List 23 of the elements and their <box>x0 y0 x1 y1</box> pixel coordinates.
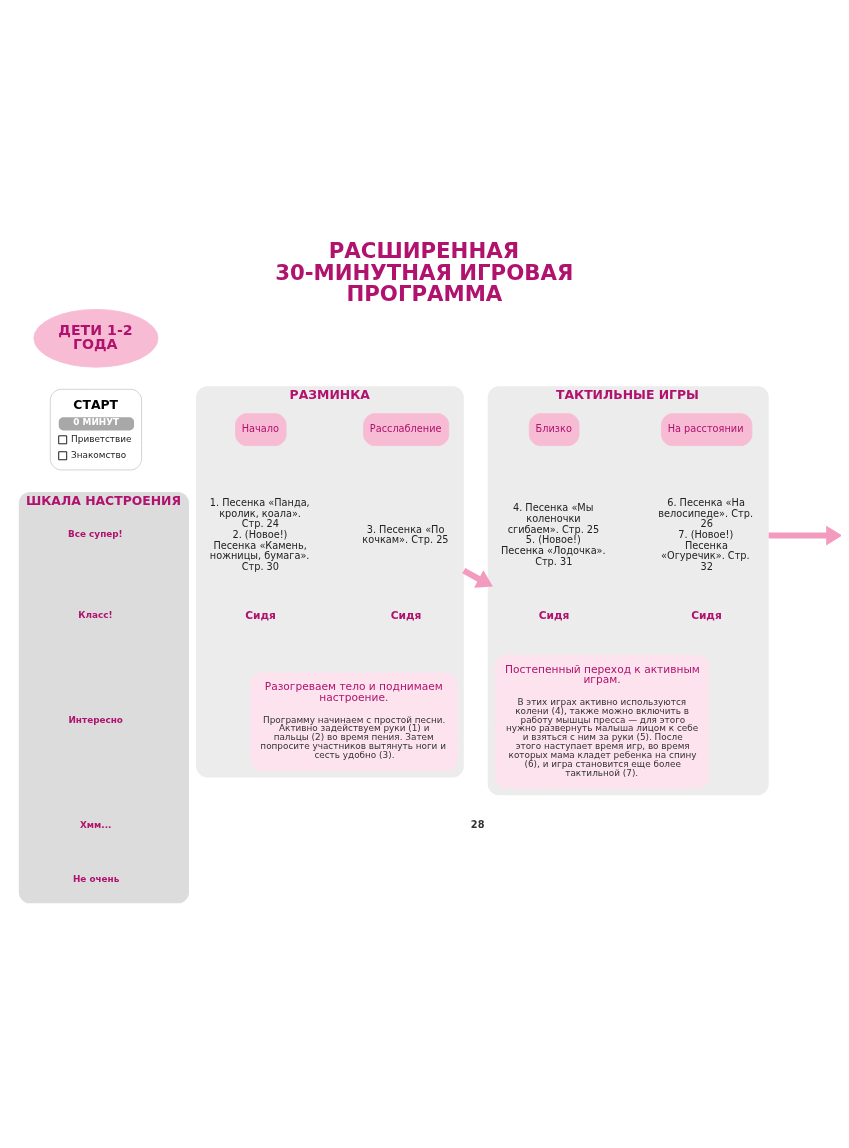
diagram-title: РАСШИРЕННАЯ 30-МИНУТНАЯ ИГРОВАЯ ПРОГРАММА <box>275 237 574 306</box>
node-text: Все супер! <box>68 528 123 539</box>
node-text: Сидя <box>245 608 276 622</box>
arrow <box>768 525 841 545</box>
node-box: Начало <box>235 412 287 446</box>
node-text: Сидя <box>538 608 570 622</box>
node-text: 3. Песенка «По кочкам». Стр. 25 <box>362 523 449 545</box>
node-text: 6. Песенка «На велосипеде». Стр. 26 7. (Новое!) Песенка «Огуречик». Стр. 32 <box>658 496 754 572</box>
node-text: Сидя <box>390 608 422 622</box>
node-text: 4. Песенка «Мы коленочки сгибаем». Стр. 25 5. (Новое!) Песенка «Лодочка». Стр. 31 <box>501 501 606 567</box>
node-text: Интересно <box>68 714 123 725</box>
label: 28 <box>470 818 485 830</box>
node-box: На расстоянии <box>661 412 753 446</box>
arrow <box>462 567 493 588</box>
node-text: Класс! <box>78 609 113 620</box>
node-text: Хмм... <box>79 819 112 830</box>
node-box: Расслабление <box>363 412 450 446</box>
node-text: 1. Песенка «Панда, кролик, коала». Стр. 24 2. (Новое!) Песенка «Камень, ножницы, бумага». Стр. 30 <box>209 496 310 572</box>
node-text: Сидя <box>691 608 722 622</box>
node-ellipse: ДЕТИ 1-2 ГОДА <box>33 308 159 368</box>
node-box: Близко <box>528 412 580 446</box>
node-text: Не очень <box>72 873 120 884</box>
node-box: СТАРТ 0 МИНУТ Приветствие Знакомство <box>49 388 143 470</box>
